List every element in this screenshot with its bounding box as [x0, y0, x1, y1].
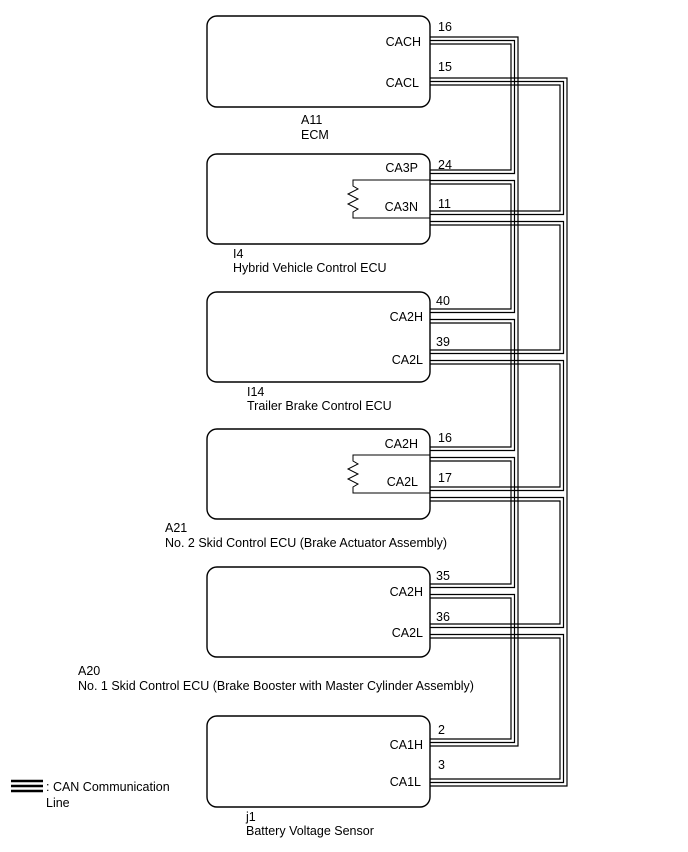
- ecu-box-skid-control-1: [206, 566, 431, 658]
- legend-text: : CAN Communication: [46, 780, 170, 794]
- can-high-bus: [430, 36, 519, 747]
- pin-number: 2: [438, 723, 445, 737]
- ecu-box-skid-control-2: [206, 428, 431, 520]
- pin-label: CA3P: [385, 161, 418, 175]
- pin-number: 11: [438, 197, 451, 211]
- ecu-box-hybrid-vehicle-control: [206, 153, 431, 245]
- pin-number: 36: [436, 610, 450, 624]
- pin-number: 16: [438, 20, 452, 34]
- ecu-name: Trailer Brake Control ECU: [247, 399, 392, 413]
- pin-number: 17: [438, 471, 452, 485]
- pin-number: 35: [436, 569, 450, 583]
- ecu-name: No. 2 Skid Control ECU (Brake Actuator A…: [165, 536, 447, 550]
- pin-label: CACL: [386, 76, 419, 90]
- ecu-connector-code: A21: [165, 521, 187, 535]
- can-low-bus: [430, 77, 568, 787]
- pin-number: 24: [438, 158, 452, 172]
- pin-label: CA2H: [385, 437, 418, 451]
- pin-number: 3: [438, 758, 445, 772]
- termination-resistor-hybrid-ecu: [346, 179, 430, 219]
- pin-number: 40: [436, 294, 450, 308]
- ecu-box-ecm: [206, 15, 431, 108]
- ecu-connector-code: j1: [245, 810, 256, 824]
- ecu-connector-code: A20: [78, 664, 100, 678]
- ecu-box-trailer-brake-control: [206, 291, 431, 383]
- ecu-connector-code: I14: [247, 385, 264, 399]
- can-line-symbol-icon: [11, 779, 43, 793]
- pin-label: CA2L: [392, 353, 423, 367]
- pin-label: CA2L: [387, 475, 418, 489]
- ecu-connector-code: A11: [301, 113, 322, 127]
- pin-label: CA1L: [390, 775, 421, 789]
- legend-text: Line: [46, 796, 70, 810]
- ecu-name: ECM: [301, 128, 329, 142]
- ecu-name: Hybrid Vehicle Control ECU: [233, 261, 387, 275]
- ecu-box-battery-voltage-sensor: [206, 715, 431, 808]
- pin-number: 16: [438, 431, 452, 445]
- pin-number: 39: [436, 335, 450, 349]
- ecu-name: Battery Voltage Sensor: [246, 824, 374, 838]
- pin-label: CA1H: [390, 738, 423, 752]
- pin-label: CA2H: [390, 310, 423, 324]
- legend: : CAN Communication Line: [11, 779, 170, 810]
- ecu-connector-code: I4: [233, 247, 243, 261]
- pin-label: CACH: [386, 35, 421, 49]
- pin-label: CA3N: [385, 200, 418, 214]
- pin-label: CA2H: [390, 585, 423, 599]
- pin-label: CA2L: [392, 626, 423, 640]
- termination-resistor-skid-ecu-2: [346, 454, 430, 494]
- pin-number: 15: [438, 60, 452, 74]
- ecu-name: No. 1 Skid Control ECU (Brake Booster wi…: [78, 679, 474, 693]
